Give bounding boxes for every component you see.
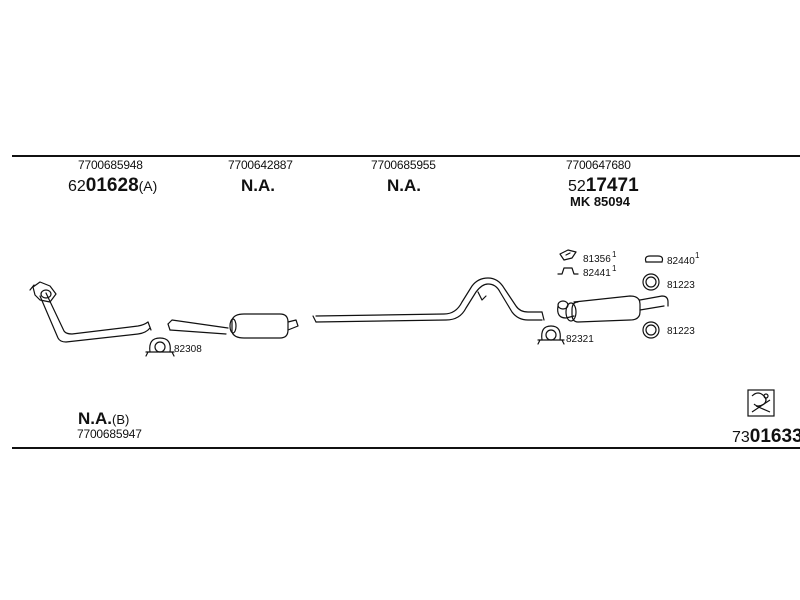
clamp-rear-icon (537, 325, 565, 345)
bracket-b-label: 82441 (583, 268, 611, 279)
front-pipe-oem: 7700685948 (78, 158, 143, 172)
manifold-pipe-code-text: N.A. (78, 409, 112, 428)
bracket-a-qty: 1 (612, 250, 617, 259)
bracket-a-label: 81356 (583, 254, 611, 265)
rear-box-code: 5217471 (568, 175, 639, 197)
front-pipe-drawing (29, 281, 152, 343)
hanger-label: 82440 (667, 256, 695, 267)
ring-top-label: 81223 (667, 280, 695, 291)
ring-bottom-label: 81223 (667, 326, 695, 337)
rear-box-kit: MK 85094 (570, 194, 630, 209)
hanger-qty: 1 (695, 251, 700, 260)
middle-pipe-oem: 7700685955 (371, 158, 436, 172)
manifold-pipe-oem: 7700685947 (77, 427, 142, 441)
front-pipe-code-suffix: (A) (138, 178, 158, 194)
rear-box-code-prefix: 52 (568, 178, 586, 195)
manifold-pipe-code-suffix: (B) (112, 412, 130, 427)
front-pipe-code: 6201628(A) (68, 175, 157, 197)
middle-pipe-drawing (312, 277, 545, 323)
middle-pipe-code: N.A. (387, 176, 421, 195)
clamp-front-label: 82308 (174, 344, 202, 355)
top-rule (12, 155, 800, 157)
clamp-front-icon (145, 337, 175, 357)
system-set-code: 7301633 (732, 426, 800, 448)
manifold-pipe-code: N.A.(B) (78, 409, 129, 429)
ring-bottom-icon (642, 321, 660, 339)
bottom-rule (12, 447, 800, 449)
system-set-main: 01633 (749, 426, 800, 447)
clamp-rear-label: 82321 (566, 334, 594, 345)
catalogue-emblem-icon (747, 389, 775, 417)
ring-top-icon (642, 273, 660, 291)
center-box-drawing (167, 313, 299, 339)
front-pipe-code-prefix: 62 (68, 178, 86, 195)
bracket-b-icon (557, 267, 579, 275)
front-pipe-code-main: 01628 (85, 175, 139, 196)
center-box-code: N.A. (241, 176, 275, 195)
rear-box-drawing (557, 295, 669, 323)
rear-box-oem: 7700647680 (566, 158, 631, 172)
bracket-b-qty: 1 (612, 264, 617, 273)
center-box-oem: 7700642887 (228, 158, 293, 172)
bracket-a-icon (559, 249, 577, 261)
system-set-prefix: 73 (732, 429, 750, 446)
rear-box-code-main: 17471 (585, 175, 639, 196)
hanger-icon (644, 255, 664, 263)
